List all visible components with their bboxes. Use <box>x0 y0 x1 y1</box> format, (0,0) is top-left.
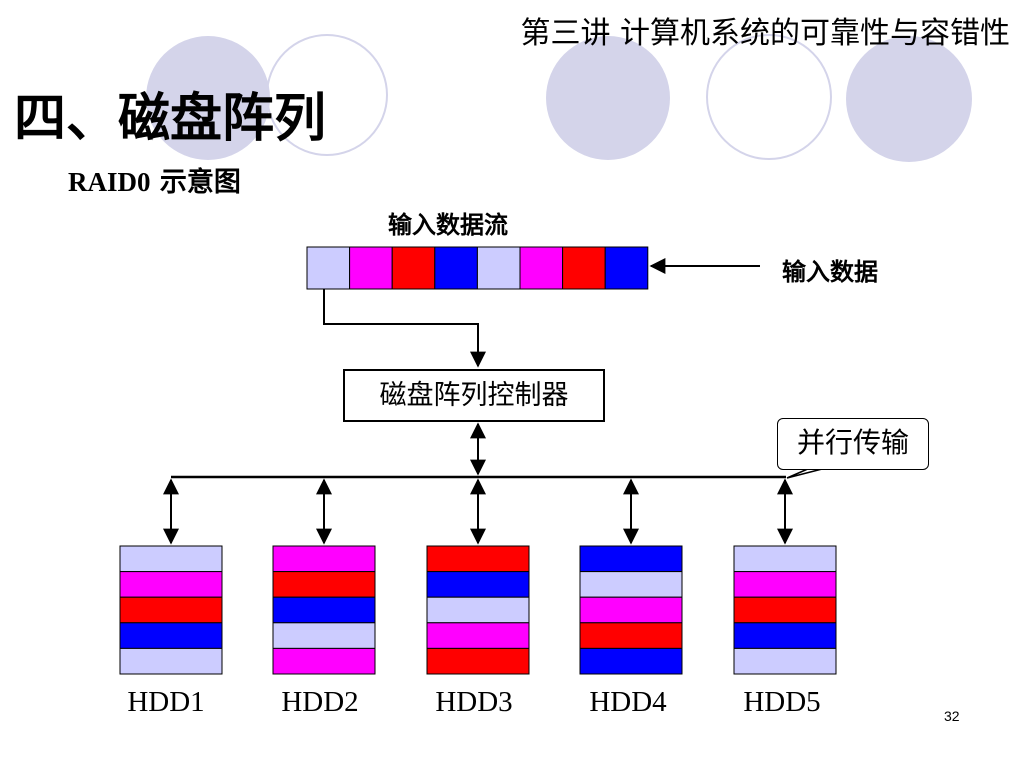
disk-block <box>733 545 837 573</box>
disk-links <box>163 478 793 545</box>
disk-block <box>579 596 683 624</box>
stream-block <box>562 246 606 290</box>
decor-circle <box>146 36 270 160</box>
hdd-label: HDD1 <box>127 686 205 718</box>
disk-block <box>272 596 376 624</box>
subtitle-caption: 示意图 <box>150 167 241 198</box>
header-title: 第三讲 计算机系统的可靠性与容错性 <box>520 16 1010 51</box>
disk-stacks <box>119 545 837 675</box>
disk-block <box>733 647 837 675</box>
page-number: 32 <box>944 708 960 724</box>
hdd-label: HDD3 <box>435 686 513 718</box>
input-data-stream <box>306 246 649 290</box>
hdd-label: HDD5 <box>743 686 821 718</box>
disk-block <box>119 545 223 573</box>
stream-block <box>519 246 564 290</box>
disk-block <box>119 596 223 624</box>
disk-block <box>579 571 683 598</box>
hdd-label: HDD2 <box>281 686 359 718</box>
stream-block <box>391 246 436 290</box>
decor-circle <box>706 34 832 160</box>
disk-block <box>272 622 376 649</box>
disk-block <box>733 571 837 598</box>
parallel-transfer-callout: 并行传输 <box>777 418 929 470</box>
callout-pointer <box>786 467 827 479</box>
disk-block <box>119 571 223 598</box>
subtitle-raid-label: RAID0 <box>68 167 151 197</box>
hdd-label: HDD4 <box>589 686 667 718</box>
disk-block <box>426 596 530 624</box>
disk-block <box>733 596 837 624</box>
stream-block <box>604 246 649 290</box>
disk-block <box>272 545 376 573</box>
disk-block <box>579 545 683 573</box>
input-data-label: 输入数据 <box>782 258 878 286</box>
decor-circle <box>846 36 972 162</box>
disk-block <box>272 571 376 598</box>
disk-block <box>579 622 683 649</box>
disk-block <box>119 647 223 675</box>
stream-block <box>476 246 521 290</box>
decor-circle <box>266 34 388 156</box>
stream-block <box>434 246 478 290</box>
stream-block <box>349 246 393 290</box>
slide-subtitle: RAID0 示意图 <box>68 160 241 199</box>
stream-block <box>306 246 351 290</box>
disk-block <box>426 571 530 598</box>
raid-controller-box: 磁盘阵列控制器 <box>343 369 605 422</box>
disk-block <box>119 622 223 649</box>
disk-block <box>426 622 530 649</box>
stream-to-controller-line <box>323 289 486 368</box>
disk-block <box>426 647 530 675</box>
decor-circle <box>546 36 670 160</box>
disk-block <box>272 647 376 675</box>
disk-block <box>733 622 837 649</box>
disk-block <box>426 545 530 573</box>
disk-block <box>579 647 683 675</box>
slide-title: 四、磁盘阵列 <box>14 89 327 149</box>
input-stream-title: 输入数据流 <box>388 211 508 239</box>
